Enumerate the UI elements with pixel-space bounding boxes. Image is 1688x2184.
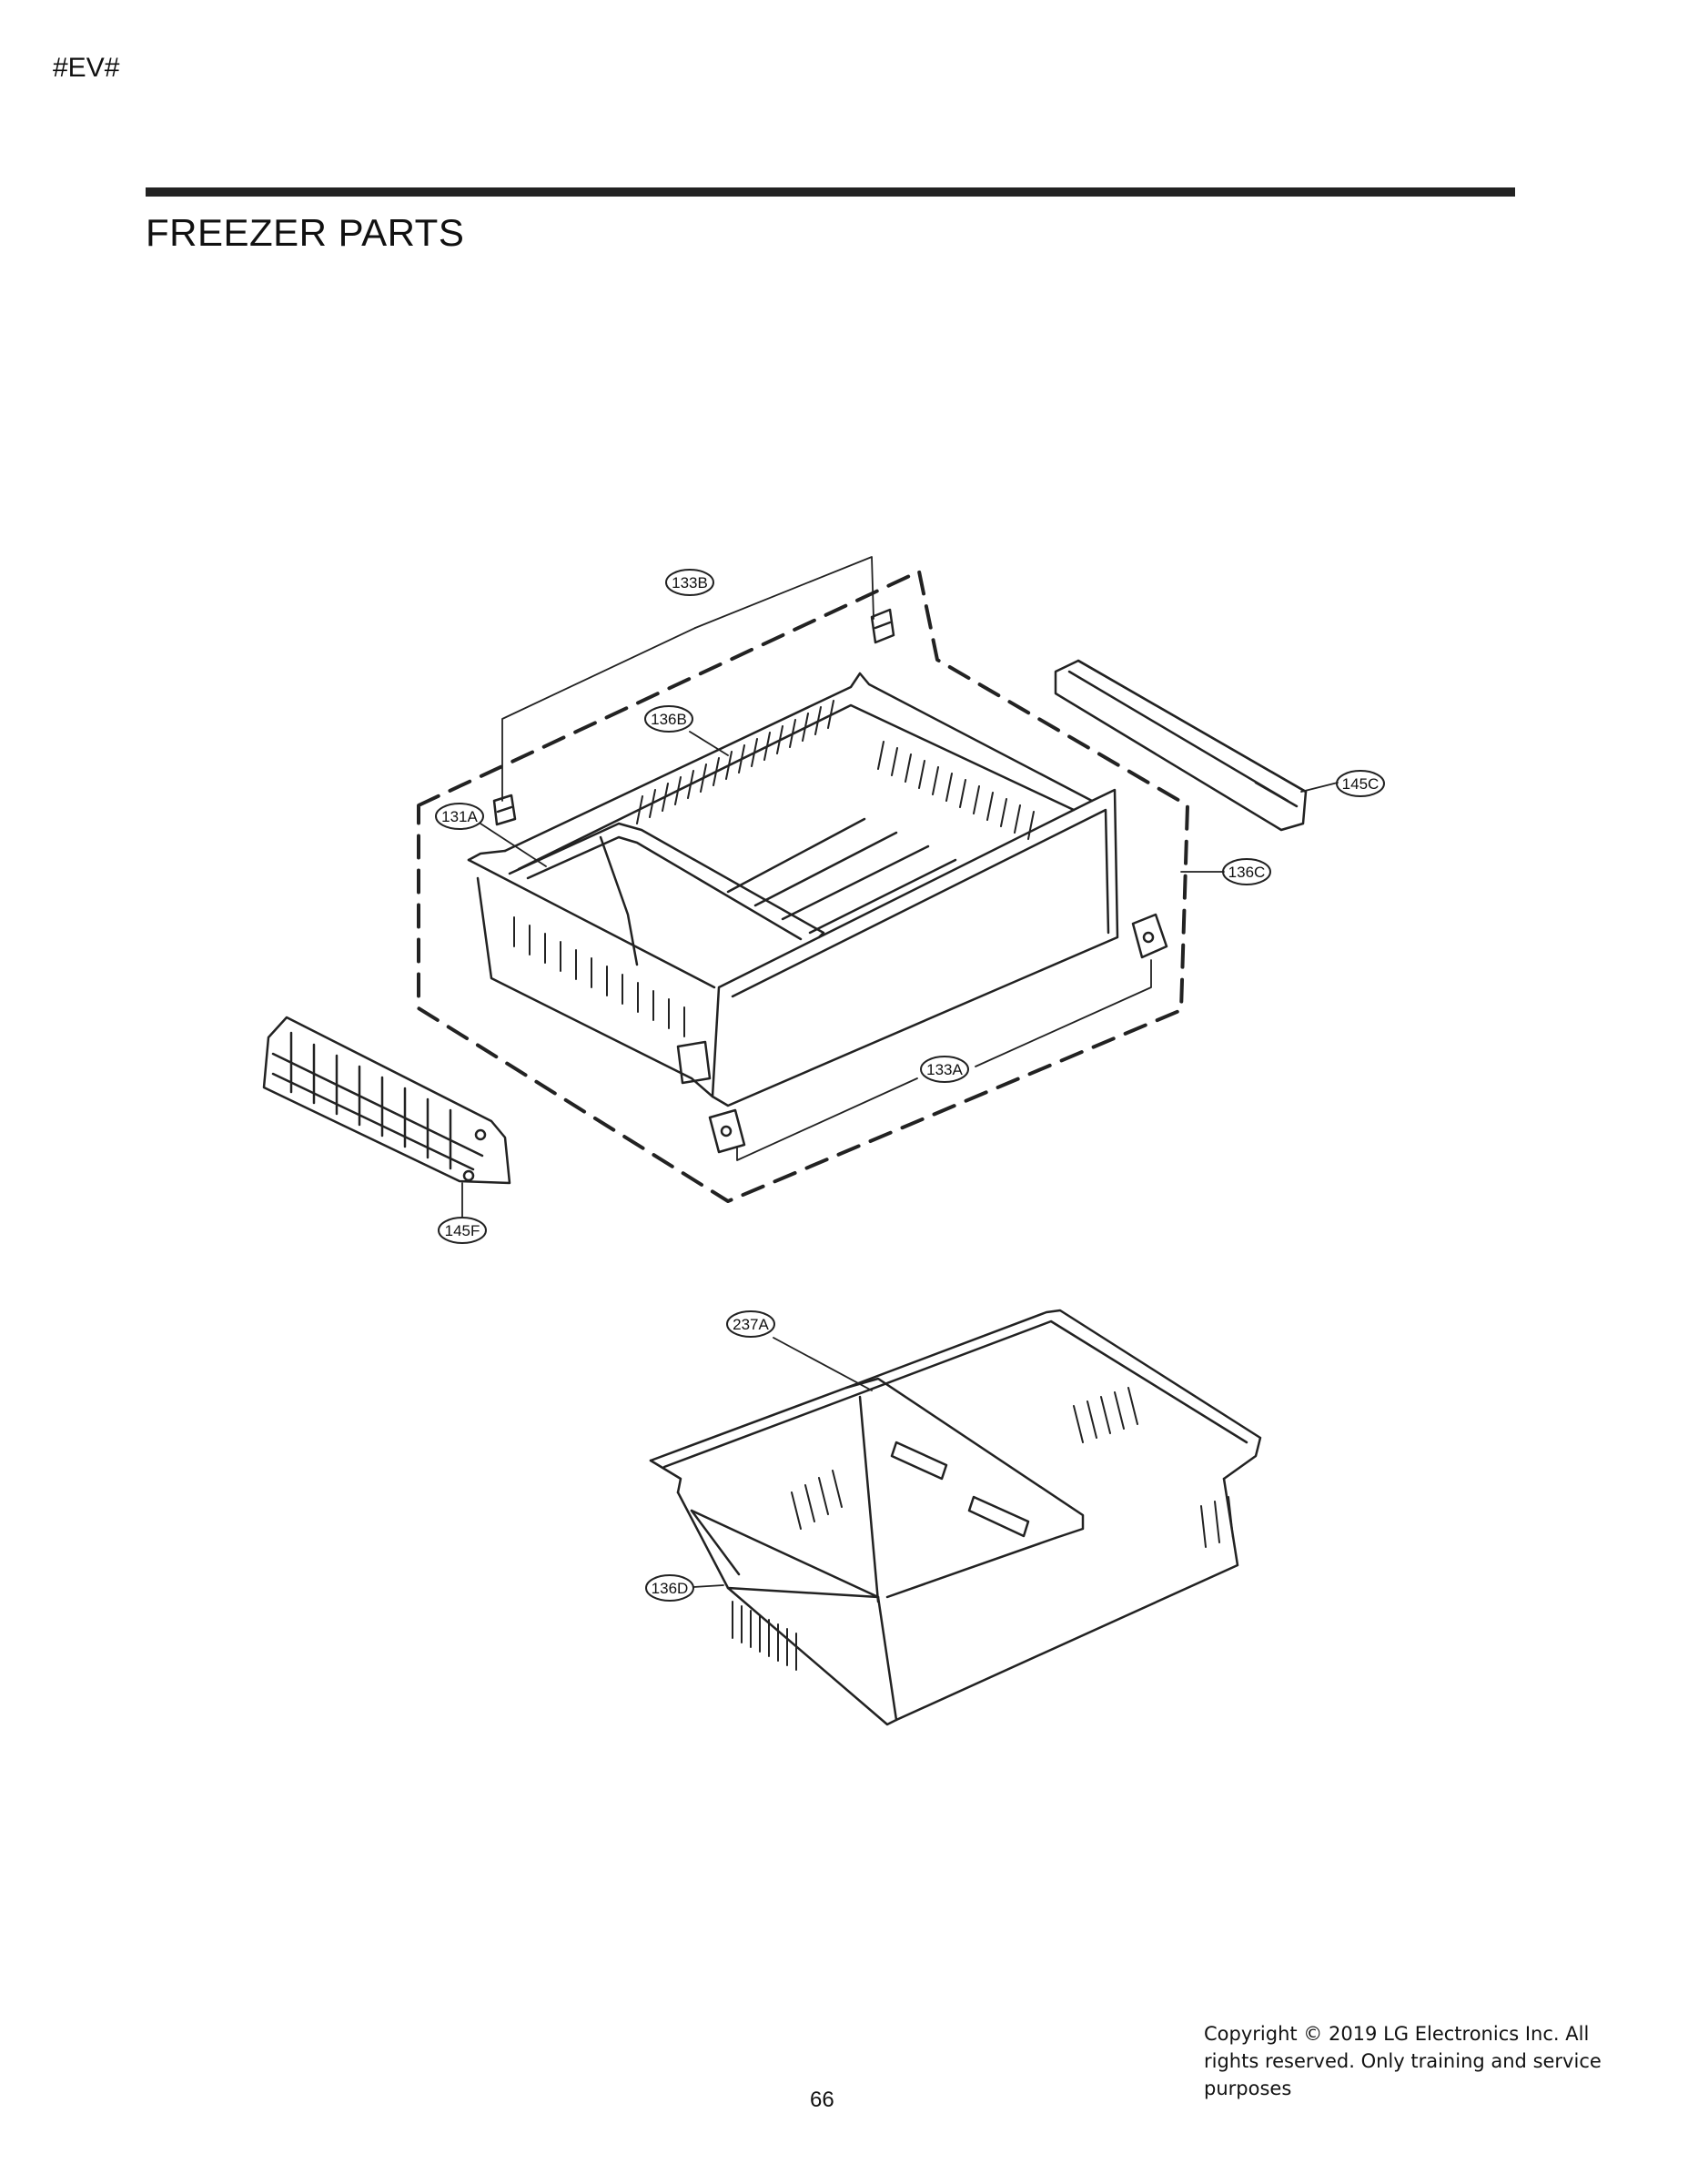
drawer-back-slots xyxy=(636,700,1035,840)
basket-slots xyxy=(732,1387,1234,1671)
leader-136D xyxy=(692,1584,724,1588)
assembly-boundary xyxy=(417,570,1189,1203)
callout-bubble-136B xyxy=(644,705,693,733)
callout-136C: 136C xyxy=(1228,864,1266,881)
stopper-133A-left xyxy=(708,1108,746,1154)
callout-145C: 145C xyxy=(1342,775,1380,793)
drawer-136B xyxy=(467,672,1119,1107)
callout-133A: 133A xyxy=(926,1061,963,1078)
section-title: FREEZER PARTS xyxy=(146,211,465,254)
callout-bubble-131A xyxy=(435,803,484,830)
callout-145F: 145F xyxy=(445,1222,480,1239)
leader-133B xyxy=(501,556,874,802)
stopper-133A-right xyxy=(1131,913,1168,959)
callout-bubble-136D xyxy=(645,1574,694,1602)
callout-bubble-145F xyxy=(438,1217,487,1244)
callout-237A: 237A xyxy=(733,1316,769,1333)
callout-136B: 136B xyxy=(651,711,687,728)
leader-237A xyxy=(773,1337,873,1391)
callout-bubble-237A xyxy=(726,1310,775,1338)
page-tag: #EV# xyxy=(53,53,120,83)
copyright-notice: Copyright © 2019 LG Electronics Inc. All… xyxy=(1204,2023,1602,2099)
page-number: 66 xyxy=(810,2088,834,2112)
rail-145C xyxy=(1054,659,1308,832)
callout-133B: 133B xyxy=(672,574,708,592)
callout-136D: 136D xyxy=(652,1580,689,1597)
basket-136D xyxy=(649,1309,1262,1726)
leader-133A xyxy=(736,959,1152,1161)
shroud-145F xyxy=(262,1016,511,1185)
title-rule xyxy=(146,187,1515,197)
callout-131A: 131A xyxy=(441,808,478,825)
leader-131A xyxy=(480,823,547,867)
callout-bubble-133A xyxy=(920,1056,969,1083)
leader-145C xyxy=(1300,782,1339,793)
leader-136B xyxy=(689,731,729,756)
callout-bubble-145C xyxy=(1336,770,1385,797)
drawer-side-slots xyxy=(513,916,685,1037)
callout-bubble-133B xyxy=(665,569,714,596)
callout-bubble-136C xyxy=(1222,858,1271,885)
stopper-133B-left xyxy=(492,794,517,826)
stopper-133B-right xyxy=(870,608,895,644)
